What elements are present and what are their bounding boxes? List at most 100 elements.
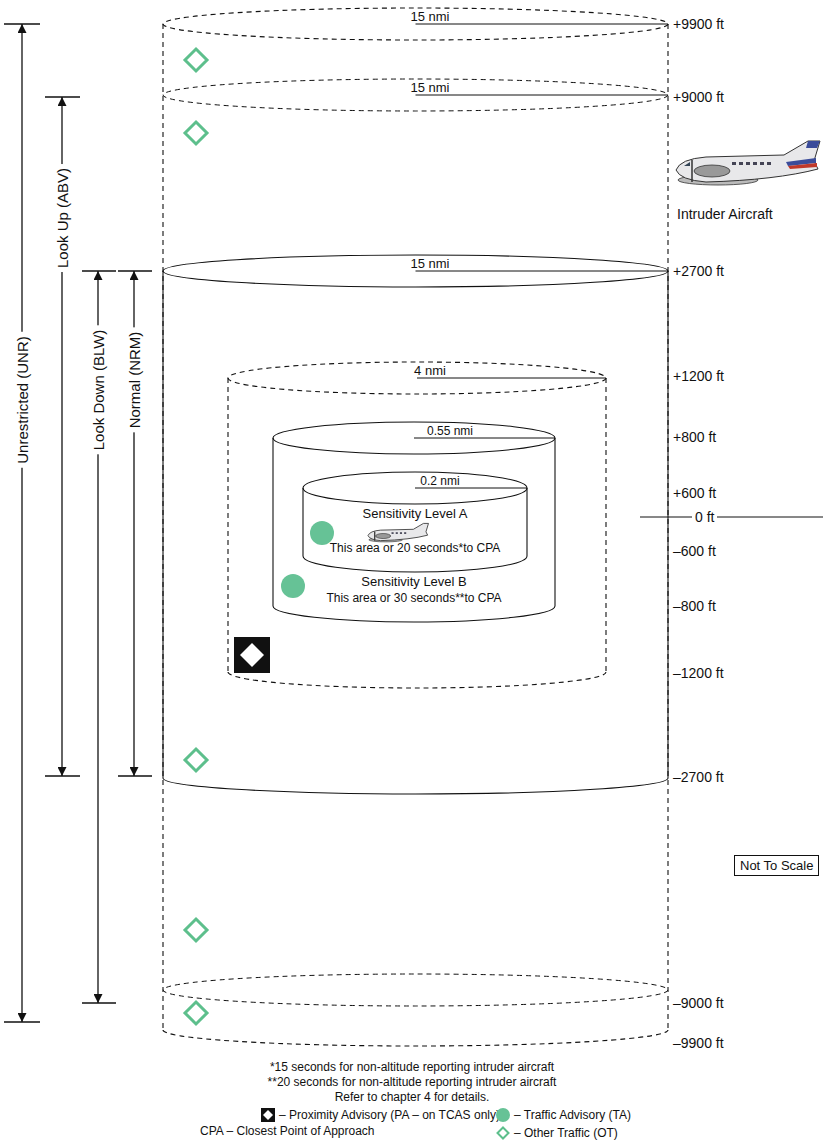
own-aircraft [404, 532, 406, 534]
cylinder-bottom [163, 778, 668, 794]
altitude-label: +9000 ft [673, 89, 724, 105]
cylinder-side [554, 438, 555, 606]
range-tick [82, 1002, 116, 1003]
legend-symbol [261, 1108, 275, 1122]
legend-entry: – Proximity Advisory (PA – on TCAS only) [261, 1105, 500, 1121]
cylinder-outline [228, 362, 606, 688]
cylinder-bottom [273, 606, 555, 622]
cylinder-side [272, 438, 273, 606]
intruder-aircraft [788, 163, 817, 169]
cylinder-side [302, 488, 303, 556]
cylinder-bottom [228, 672, 606, 688]
range-tick [4, 23, 40, 24]
range-label: Normal (NRM) [126, 328, 143, 433]
proximity-advisory-symbol [240, 643, 264, 667]
altitude-label: –2700 ft [673, 769, 724, 785]
traffic-advisory-symbol [281, 574, 305, 598]
radius-line [416, 24, 669, 25]
legend-note: CPA – Closest Point of Approach [200, 1124, 375, 1138]
intruder-aircraft [732, 162, 736, 165]
legend-text: – Other Traffic (OT) [514, 1126, 618, 1140]
altitude-label: +800 ft [673, 429, 716, 445]
legend-symbol [498, 1127, 509, 1138]
own-aircraft [374, 531, 375, 540]
footnote: Refer to chapter 4 for details. [335, 1090, 490, 1104]
range-label: Unrestricted (UNR) [14, 332, 31, 468]
radius-label: 4 nmi [414, 364, 446, 377]
cylinder-outline [303, 472, 527, 572]
radius-line [417, 378, 606, 379]
range-tick [118, 775, 152, 776]
legend-symbol [496, 1126, 510, 1140]
intruder-aircraft [767, 162, 771, 165]
legend-entry: – Other Traffic (OT) [496, 1123, 618, 1139]
intruder-aircraft [753, 162, 757, 165]
cylinder-outline [160, 5, 671, 1049]
own-aircraft [392, 532, 394, 534]
intruder-aircraft [732, 162, 771, 165]
cylinder-bottom [303, 556, 527, 572]
other-traffic-symbol [185, 122, 207, 144]
cylinder-top [163, 8, 668, 40]
legend-entry: – Traffic Advisory (TA) [496, 1105, 631, 1121]
intruder-aircraft [739, 162, 743, 165]
footnote: *15 seconds for non-altitude reporting i… [270, 1060, 554, 1074]
sensitivity-b-volume: 0.2 nmiSensitivity Level A This area or 2… [270, 419, 558, 625]
intruder-aircraft [684, 162, 690, 166]
altitude-label: 0 ft [692, 509, 717, 525]
cylinder-outline [163, 255, 668, 794]
legend-swatch [496, 1108, 510, 1122]
radius-line [415, 488, 527, 489]
altitude-label: –9900 ft [673, 1035, 724, 1051]
cylinder-outline [160, 252, 671, 797]
range-tick [45, 96, 80, 97]
altitude-ellipse [163, 79, 668, 111]
range-tick [82, 270, 116, 271]
proximity-volume: 0.2 nmiSensitivity Level A This area or 2… [225, 359, 609, 691]
own-aircraft [368, 523, 428, 540]
cylinder-side [227, 378, 228, 672]
range-tick [45, 775, 80, 776]
range-label: Look Down (BLW) [90, 326, 107, 455]
cylinder-top [228, 362, 606, 394]
radius-label: 15 nmi [410, 80, 449, 95]
altitude-label: –9000 ft [673, 995, 724, 1011]
altitude-label: +1200 ft [673, 368, 724, 384]
aircraft-label: Intruder Aircraft [677, 206, 773, 222]
other-traffic-symbol [185, 1002, 207, 1024]
volume-label: Sensitivity Level A [363, 507, 468, 520]
range-label: Look Up (ABV) [54, 164, 71, 272]
proximity-advisory-symbol [234, 637, 270, 673]
radius-line [416, 271, 669, 272]
own-aircraft [400, 532, 402, 534]
cylinder-top [273, 422, 555, 454]
radius-label: 15 nmi [410, 10, 449, 23]
range-arrow [21, 24, 22, 1022]
own-aircraft [392, 532, 407, 534]
cylinder-side [162, 24, 163, 1030]
normal-volume: 0.2 nmiSensitivity Level A This area or 2… [160, 252, 671, 797]
intruder-aircraft [676, 141, 820, 182]
scale-note: Not To Scale [734, 855, 819, 876]
cylinder-bottom [163, 1030, 668, 1046]
legend-text: – Traffic Advisory (TA) [514, 1108, 631, 1122]
other-traffic-symbol [185, 919, 207, 941]
legend-text: – Proximity Advisory (PA – on TCAS only) [279, 1108, 500, 1122]
radius-label: 0.2 nmi [420, 475, 459, 487]
volume-label: This area or 30 seconds**to CPA [326, 592, 501, 604]
cylinder-outline [163, 8, 668, 1046]
own-aircraft [376, 534, 391, 539]
altitude-ellipse [163, 974, 668, 1006]
range-tick [118, 270, 152, 271]
cylinder-outline [300, 469, 530, 575]
altitude-label: +9900 ft [673, 16, 724, 32]
other-traffic-symbol [185, 49, 207, 71]
volume-label: This area or 20 seconds*to CPA [330, 542, 501, 554]
altitude-label: +600 ft [673, 485, 716, 501]
legend-symbol [261, 1108, 275, 1122]
intruder-aircraft [806, 141, 820, 148]
cylinder-side [667, 24, 668, 1030]
altitude-label: –1200 ft [673, 665, 724, 681]
legend-symbol [263, 1110, 273, 1120]
